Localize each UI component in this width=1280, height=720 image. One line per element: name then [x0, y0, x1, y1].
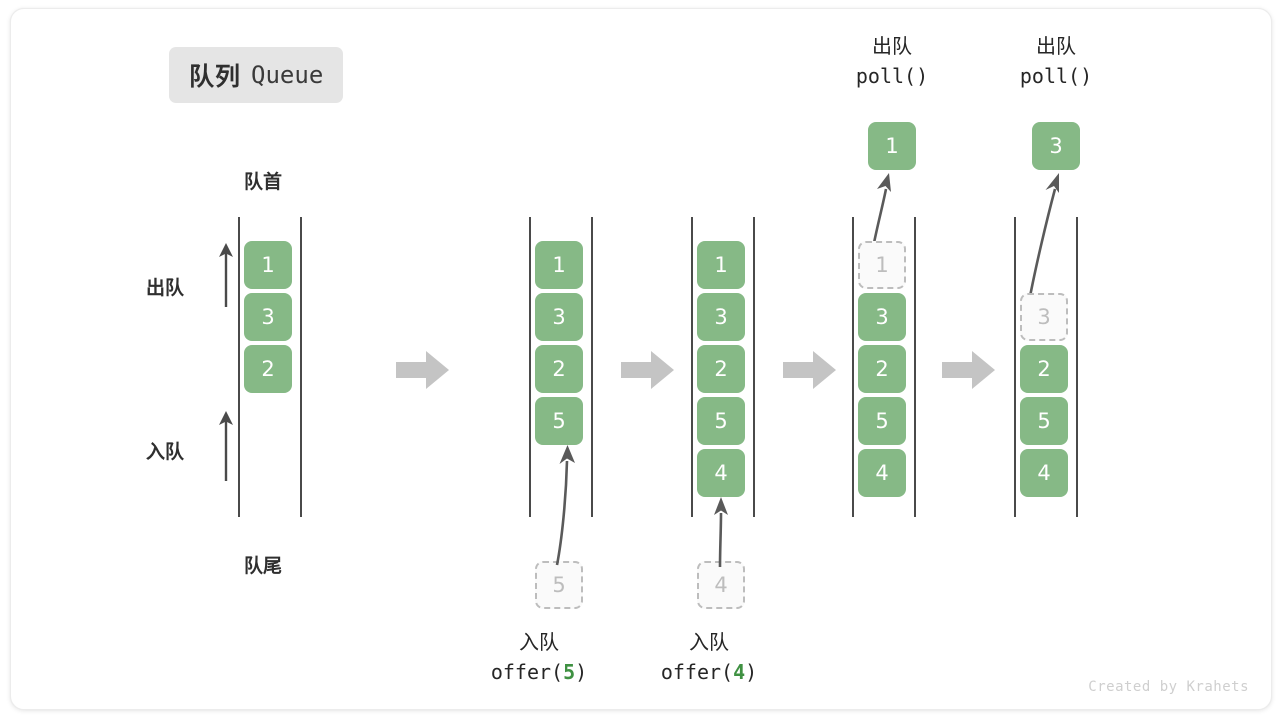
queue-rail-right — [1076, 217, 1078, 517]
queue-ghost-node: 1 — [858, 241, 906, 289]
queue-rail-right — [300, 217, 302, 517]
queue-node: 2 — [244, 345, 292, 393]
queue-rail-left — [852, 217, 854, 517]
queue-node: 3 — [697, 293, 745, 341]
queue-rail-left — [1014, 217, 1016, 517]
queue-node: 3 — [535, 293, 583, 341]
enqueue-direction-arrow-icon — [213, 409, 239, 481]
transition-arrow-icon — [621, 349, 675, 391]
enqueue-label: 入队 — [146, 442, 185, 463]
stage-caption-cn: 入队 — [519, 630, 559, 654]
queue-node: 5 — [858, 397, 906, 445]
stage-caption-cn: 出队 — [1036, 34, 1076, 58]
queue-ghost-node: 5 — [535, 561, 583, 609]
queue-node: 5 — [535, 397, 583, 445]
dequeue-direction-arrow-icon — [213, 241, 239, 307]
queue-node: 5 — [1020, 397, 1068, 445]
poll-result-node: 1 — [868, 122, 916, 170]
dequeue-move-arrow-icon — [1011, 169, 1081, 309]
queue-ghost-node: 4 — [697, 561, 745, 609]
queue-node: 4 — [858, 449, 906, 497]
stage-caption-cn: 入队 — [689, 630, 729, 654]
code-arg: 5 — [563, 660, 576, 684]
stage-caption-code: offer(5) — [459, 657, 619, 687]
queue-rail-right — [753, 217, 755, 517]
stage-caption-code: offer(4) — [629, 657, 789, 687]
code-arg: 4 — [733, 660, 746, 684]
code-pre: offer( — [660, 660, 734, 684]
queue-rail-left — [238, 217, 240, 517]
transition-arrow-icon — [396, 349, 450, 391]
stage-caption-cn: 出队 — [872, 34, 912, 58]
queue-node: 2 — [1020, 345, 1068, 393]
queue-node: 1 — [535, 241, 583, 289]
code-post: ) — [745, 660, 758, 684]
queue-node: 4 — [1020, 449, 1068, 497]
queue-node: 4 — [697, 449, 745, 497]
stage-caption-code: poll() — [855, 64, 929, 88]
figure-title-cn: 队列 — [189, 63, 242, 91]
queue-node: 2 — [535, 345, 583, 393]
dequeue-label: 出队 — [146, 278, 185, 299]
poll-result-node: 3 — [1032, 122, 1080, 170]
queue-rail-left — [691, 217, 693, 517]
diagram-card: 队列 Queue 队首 队尾 出队 入队 1 3 2 1 — [10, 8, 1272, 710]
enqueue-move-arrow-icon — [535, 439, 595, 569]
queue-node: 3 — [858, 293, 906, 341]
transition-arrow-icon — [942, 349, 996, 391]
credit-text: Created by Krahets — [1088, 679, 1249, 695]
stage-caption: 出队 poll() — [822, 31, 962, 91]
figure-title-en: Queue — [251, 61, 324, 89]
queue-node: 2 — [697, 345, 745, 393]
code-pre: offer( — [490, 660, 564, 684]
transition-arrow-icon — [783, 349, 837, 391]
queue-rail-left — [529, 217, 531, 517]
queue-node: 5 — [697, 397, 745, 445]
queue-node: 1 — [697, 241, 745, 289]
queue-rail-right — [914, 217, 916, 517]
stage-caption-code: poll() — [1019, 64, 1093, 88]
front-label: 队首 — [244, 172, 283, 193]
stage-caption: 出队 poll() — [986, 31, 1126, 91]
stage-caption: 入队 offer(5) — [459, 627, 619, 687]
queue-node: 3 — [244, 293, 292, 341]
queue-node: 1 — [244, 241, 292, 289]
enqueue-move-arrow-icon — [703, 493, 743, 569]
code-post: ) — [575, 660, 588, 684]
queue-ghost-node: 3 — [1020, 293, 1068, 341]
queue-rail-right — [591, 217, 593, 517]
rear-label: 队尾 — [244, 556, 283, 577]
stage-caption: 入队 offer(4) — [629, 627, 789, 687]
figure-title-badge: 队列 Queue — [169, 47, 344, 103]
diagram-stage: 队列 Queue 队首 队尾 出队 入队 1 3 2 1 — [11, 9, 1271, 709]
queue-node: 2 — [858, 345, 906, 393]
